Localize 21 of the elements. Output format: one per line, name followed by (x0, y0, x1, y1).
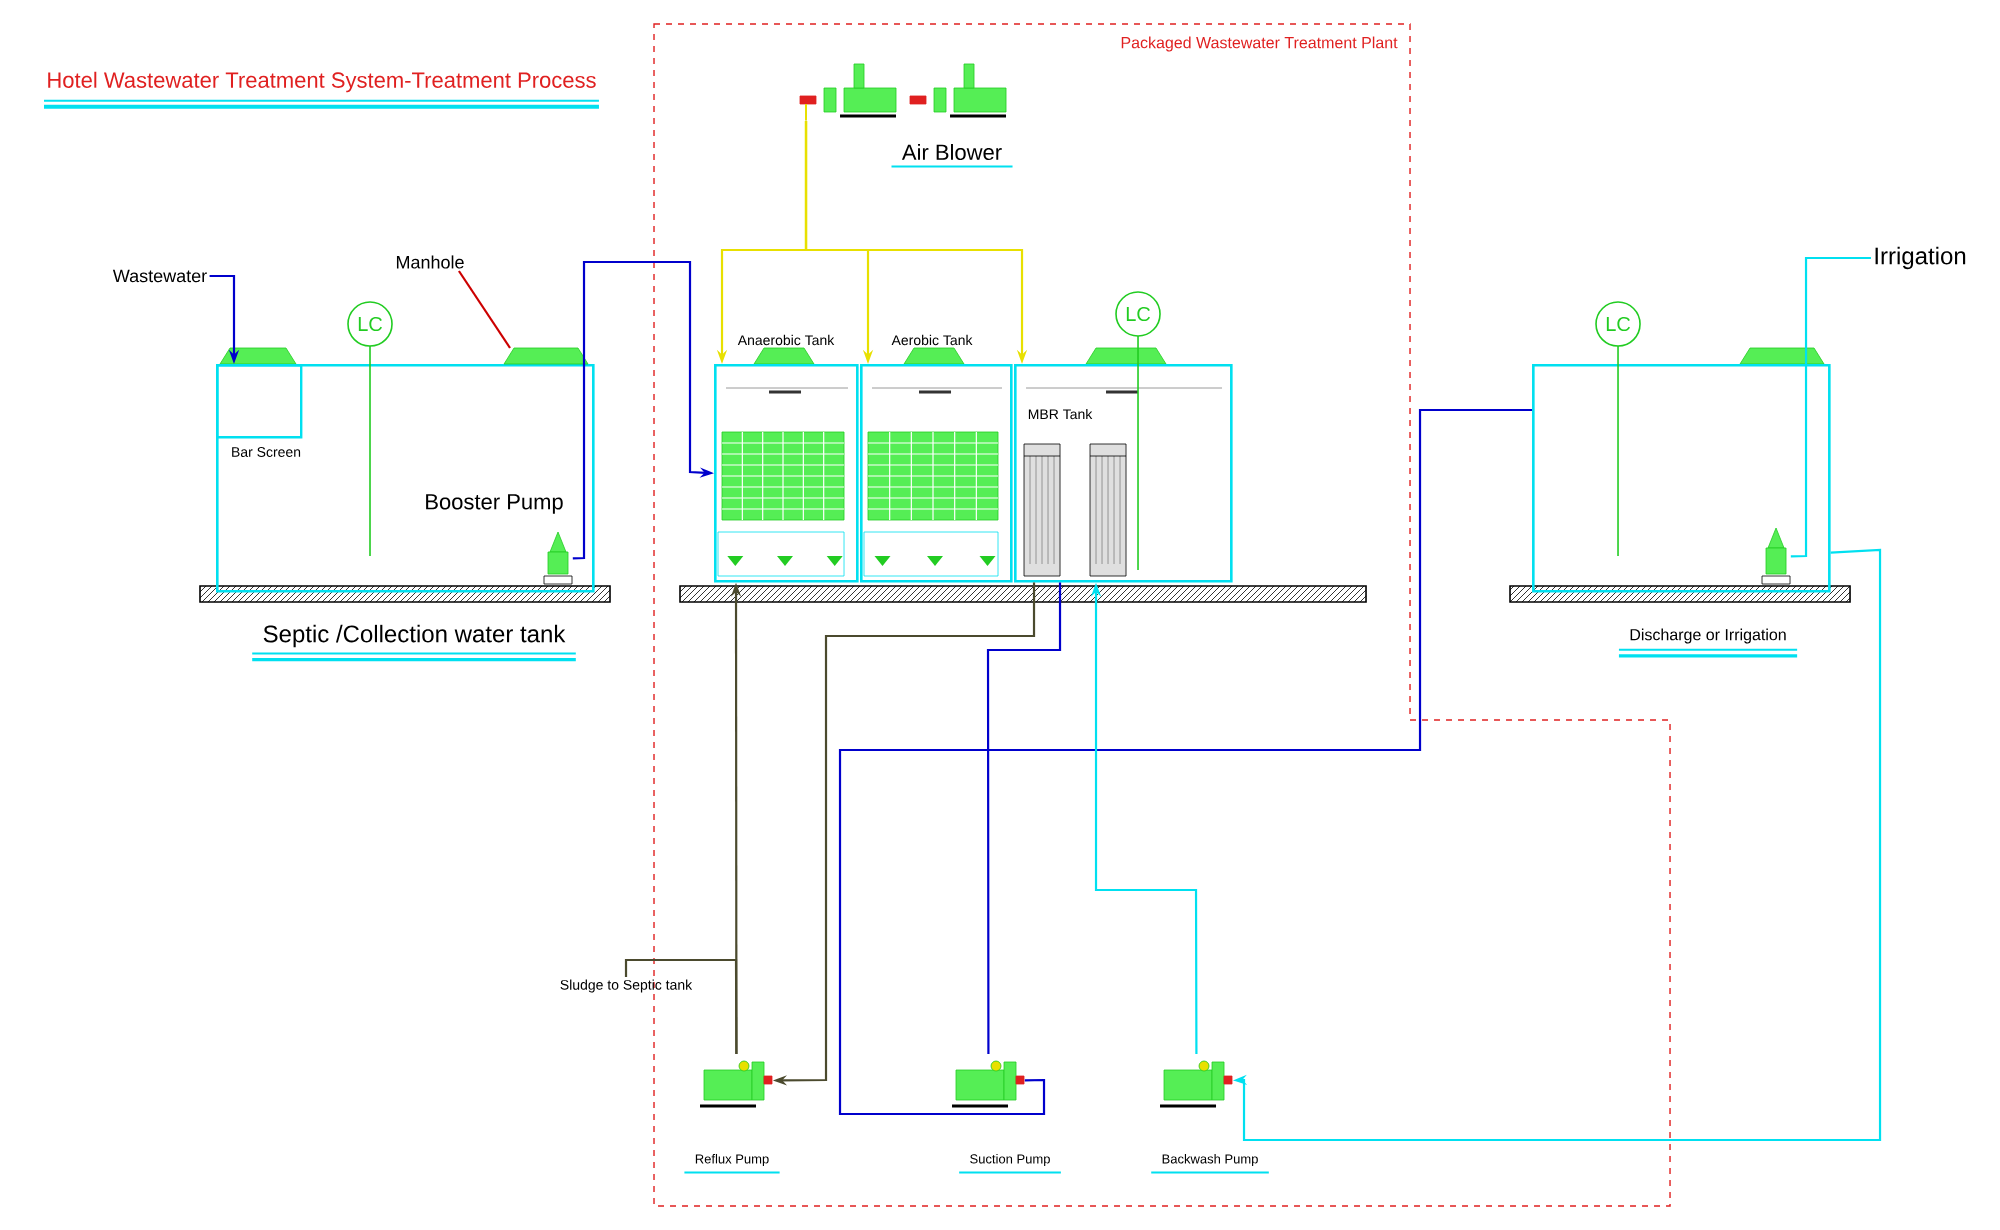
pipe (838, 408, 1533, 1116)
level-controller: LC (1115, 291, 1161, 571)
submersible-pump: Booster Pump (426, 494, 573, 585)
node-label: Discharge or Irrigation (1630, 628, 1786, 644)
flow-label: Wastewater (112, 269, 207, 283)
pipe (1790, 256, 1871, 558)
flow-label: Irrigation (1875, 246, 1966, 270)
air-blower: Air Blower (799, 63, 1014, 168)
node-label: Septic /Collection water tank (263, 624, 566, 648)
manhole (503, 347, 589, 365)
tank: Discharge or Irrigation (1532, 347, 1831, 658)
node-label: Booster Pump (426, 494, 563, 514)
level-controller: LC (1595, 301, 1641, 557)
title: Hotel Wastewater Treatment System-Treatment Process (43, 71, 600, 109)
submersible-pump (1761, 527, 1791, 585)
leader-line (458, 270, 511, 349)
level-controller: LC (347, 301, 393, 557)
flow-label: Manhole (396, 255, 464, 269)
pipe (986, 582, 1062, 1054)
pipe (624, 958, 738, 1054)
node-label: Air Blower (901, 143, 1002, 161)
